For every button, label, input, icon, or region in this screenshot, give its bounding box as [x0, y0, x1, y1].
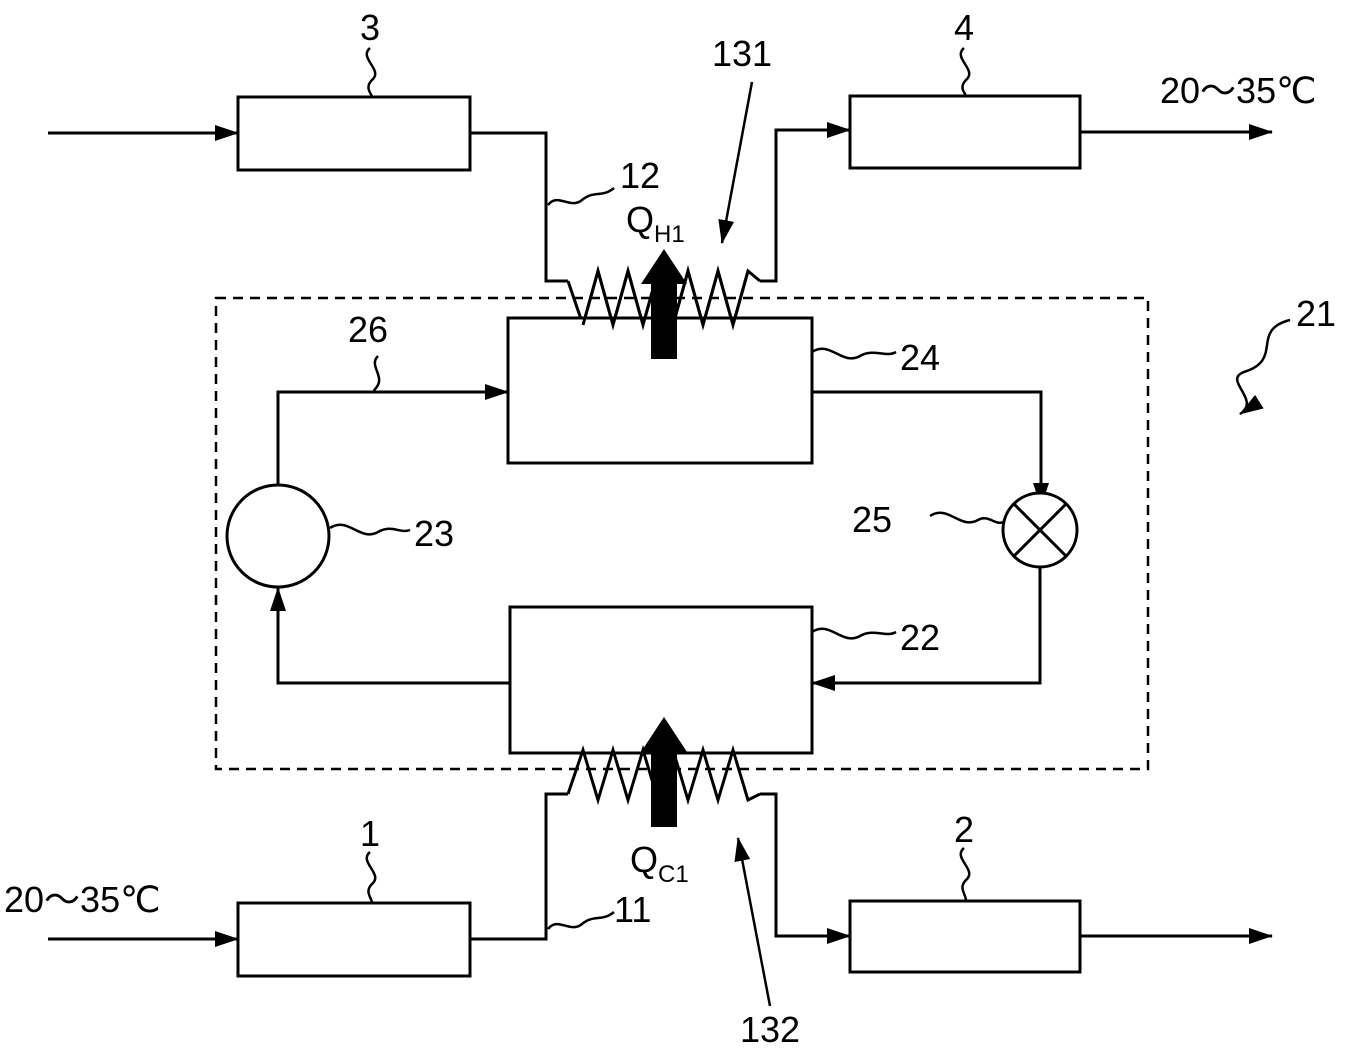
- component-1-box: [236, 901, 472, 978]
- label-4: 4: [954, 7, 974, 48]
- pipe-valve-to-evaporator: [811, 567, 1042, 691]
- pipe-26: [276, 384, 509, 488]
- leader-25: [929, 511, 1004, 525]
- leader-21-arrow: [1236, 318, 1291, 416]
- label-temp-top: 20～35℃: [1160, 70, 1317, 111]
- label-qh1: QH1: [626, 199, 685, 248]
- label-22: 22: [900, 617, 940, 658]
- label-12: 12: [620, 155, 660, 196]
- leader-22: [811, 627, 897, 640]
- pipe-11-right: [760, 792, 851, 944]
- leader-11: [547, 910, 615, 930]
- label-temp-bottom: 20～35℃: [4, 879, 161, 920]
- compressor-23: [225, 483, 331, 589]
- label-23: 23: [414, 513, 454, 554]
- label-21: 21: [1296, 293, 1336, 334]
- pipe-11-left: [470, 792, 568, 941]
- leader-3: [365, 47, 377, 98]
- heat-flow-qh1-head: [641, 249, 687, 284]
- label-1: 1: [360, 813, 380, 854]
- leader-132-arrow: [734, 837, 772, 1007]
- label-3: 3: [360, 7, 380, 48]
- leader-24: [811, 347, 897, 360]
- label-qc1-sub: C1: [658, 861, 689, 888]
- component-4-box: [848, 94, 1082, 170]
- leader-12: [547, 186, 615, 206]
- pipe-12-right: [760, 122, 851, 283]
- label-2: 2: [954, 809, 974, 850]
- label-qc1-main: Q: [630, 839, 658, 880]
- leader-2: [959, 847, 971, 902]
- component-3-box: [236, 95, 472, 172]
- heat-flow-qc1-shaft: [651, 750, 677, 827]
- leader-23: [329, 523, 411, 536]
- label-131: 131: [712, 33, 772, 74]
- leader-26: [372, 355, 381, 394]
- leader-1: [365, 851, 377, 904]
- label-qc1: QC1: [630, 839, 689, 888]
- heat-flow-qc1-head: [641, 717, 687, 752]
- label-11: 11: [614, 889, 651, 930]
- label-26: 26: [348, 309, 388, 350]
- label-qh1-main: Q: [626, 199, 654, 240]
- heat-flow-qh1-shaft: [651, 282, 677, 359]
- leader-131-arrow: [718, 81, 754, 244]
- label-25: 25: [852, 499, 892, 540]
- pipe-12-left: [470, 131, 568, 283]
- pipe-evaporator-to-compressor: [270, 587, 510, 685]
- component-2-box: [848, 899, 1082, 974]
- label-qh1-sub: H1: [654, 221, 685, 248]
- valve-cross-b: [1012, 502, 1068, 558]
- pipe-condenser-to-valve: [812, 390, 1049, 507]
- leader-4: [959, 47, 971, 97]
- label-24: 24: [900, 337, 940, 378]
- label-132: 132: [740, 1009, 800, 1050]
